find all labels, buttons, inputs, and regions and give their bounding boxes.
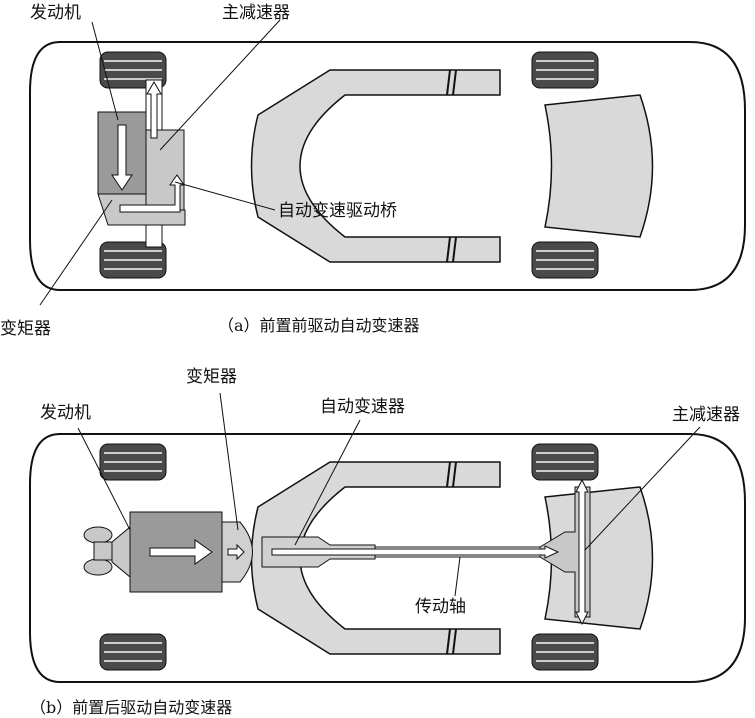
label-drive-shaft: 传动轴 (415, 597, 466, 617)
label-engine-a: 发动机 (30, 3, 81, 23)
car-rear-wheel-drive (30, 434, 745, 682)
caption-b: （b）前置后驱动自动变速器 (30, 698, 232, 717)
label-torque-converter-a: 变矩器 (0, 319, 51, 339)
label-torque-converter-b: 变矩器 (186, 367, 237, 387)
label-final-drive-a: 主减速器 (222, 3, 290, 23)
label-transaxle: 自动变速驱动桥 (278, 201, 397, 221)
label-final-drive-b: 主减速器 (672, 405, 740, 425)
label-transmission: 自动变速器 (320, 397, 405, 417)
caption-a: （a）前置前驱动自动变速器 (218, 316, 420, 335)
car-front-wheel-drive (30, 42, 745, 290)
label-engine-b: 发动机 (40, 403, 91, 423)
